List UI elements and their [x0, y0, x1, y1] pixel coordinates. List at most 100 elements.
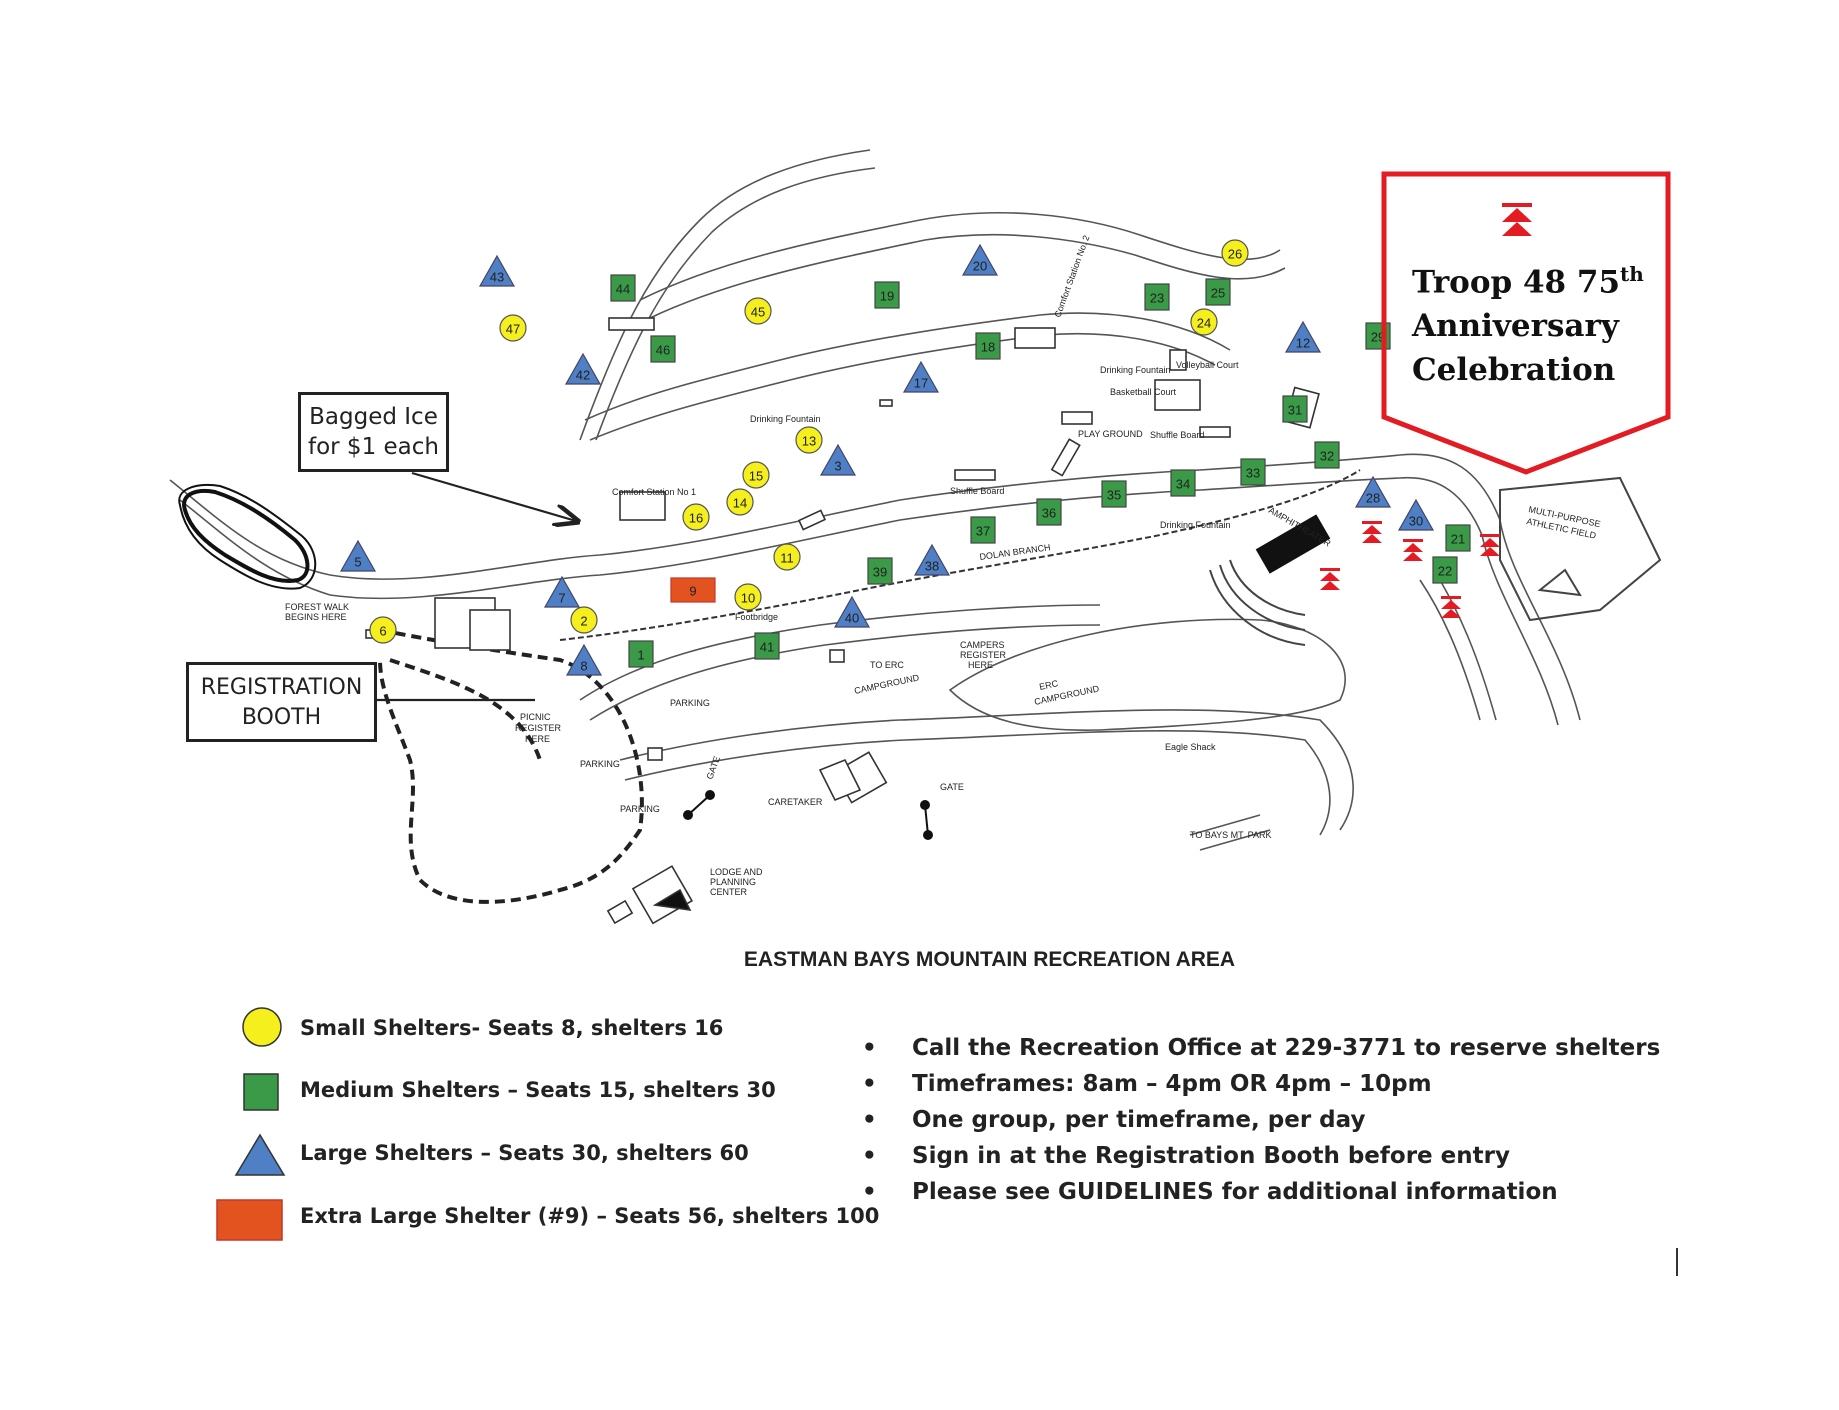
small-shelter-2[interactable]: [570, 606, 598, 634]
troop-site-marker-icon: [1403, 539, 1423, 561]
extra-large-shelter-9[interactable]: [670, 577, 716, 603]
play-ground-label: PLAY GROUND: [1078, 429, 1143, 439]
legend-extra-large-rect-icon: [216, 1199, 283, 1241]
note-item: One group, per timeframe, per day: [862, 1102, 1660, 1138]
medium-shelter-37[interactable]: [970, 516, 996, 544]
large-shelter-43[interactable]: [478, 254, 516, 287]
medium-shelter-22[interactable]: [1432, 556, 1458, 584]
large-shelter-8[interactable]: [565, 643, 603, 676]
gate-label-1: GATE: [704, 755, 722, 781]
shelter-number: 33: [1246, 466, 1260, 481]
small-shelter-11[interactable]: [773, 543, 801, 571]
large-shelter-40[interactable]: [833, 595, 871, 628]
shelter-number: 1: [637, 648, 644, 663]
large-shelter-5[interactable]: [339, 539, 377, 572]
gate-markers: [683, 790, 933, 840]
medium-shelter-35[interactable]: [1101, 480, 1127, 508]
center-label: CENTER: [710, 887, 748, 897]
large-shelter-20[interactable]: [961, 243, 999, 276]
comfort-station-2-label: Comfort Station No. 2: [1052, 234, 1091, 319]
shelter-number: 10: [741, 591, 755, 606]
troop-title-sup: th: [1620, 262, 1644, 286]
note-item: Call the Recreation Office at 229-3771 t…: [862, 1030, 1660, 1066]
medium-shelter-44[interactable]: [610, 274, 636, 302]
here-label-2: HERE: [968, 660, 993, 670]
erc-label: ERC: [1038, 678, 1059, 692]
large-shelter-3[interactable]: [819, 443, 857, 476]
medium-shelter-19[interactable]: [874, 281, 900, 309]
troop-site-marker-icon: [1320, 568, 1340, 590]
here-label: HERE: [525, 734, 550, 744]
lodge-label: LODGE AND: [710, 867, 763, 877]
medium-shelter-41[interactable]: [754, 632, 780, 660]
comfort-station-1-label: Comfort Station No 1: [612, 487, 696, 497]
picnic-label: PICNIC: [520, 712, 551, 722]
shelter-number: 24: [1197, 316, 1211, 331]
registration-line2: BOOTH: [241, 705, 322, 730]
large-shelter-38[interactable]: [913, 543, 951, 576]
shelter-number: 15: [749, 469, 763, 484]
dolan-branch-creek: [559, 469, 1361, 641]
large-shelter-12[interactable]: [1284, 320, 1322, 353]
small-shelter-6[interactable]: [369, 616, 397, 644]
shelter-number: 11: [780, 551, 794, 566]
bagged-ice-line2: for $1 each: [308, 434, 439, 460]
troop-site-marker-icon: [1441, 596, 1461, 618]
gate-label-2: GATE: [940, 782, 964, 792]
troop-site-markers: [1320, 521, 1500, 618]
medium-shelter-36[interactable]: [1036, 498, 1062, 526]
small-shelter-24[interactable]: [1190, 308, 1218, 336]
legend-extra-large-label: Extra Large Shelter (#9) – Seats 56, she…: [300, 1204, 880, 1228]
note-item: Sign in at the Registration Booth before…: [862, 1138, 1660, 1174]
shelter-number: 36: [1042, 506, 1056, 521]
small-shelter-14[interactable]: [726, 488, 754, 516]
legend-symbols: [216, 1007, 286, 1241]
medium-shelter-34[interactable]: [1170, 469, 1196, 497]
shelter-number: 35: [1107, 488, 1121, 503]
large-shelter-30[interactable]: [1397, 498, 1435, 531]
drinking-fountain-label-1: Drinking Fountain: [1100, 365, 1171, 375]
shelter-number: 3: [834, 459, 841, 474]
medium-shelter-32[interactable]: [1314, 441, 1340, 469]
shelter-number: 47: [506, 322, 520, 337]
bagged-ice-callout: Bagged Ice for $1 each: [298, 392, 449, 472]
large-shelter-28[interactable]: [1354, 475, 1392, 508]
legend-small-label: Small Shelters- Seats 8, shelters 16: [300, 1016, 724, 1040]
reservation-notes: Call the Recreation Office at 229-3771 t…: [862, 1030, 1660, 1210]
troop-highlight-banner: [1381, 171, 1671, 475]
shelter-number: 30: [1409, 514, 1423, 529]
medium-shelter-21[interactable]: [1445, 524, 1471, 552]
to-bays-label: TO BAYS MT. PARK: [1190, 830, 1272, 840]
shelter-number: 38: [925, 559, 939, 574]
shelter-number: 32: [1320, 449, 1334, 464]
shelter-number: 12: [1296, 336, 1310, 351]
medium-shelter-46[interactable]: [650, 335, 676, 363]
small-shelter-13[interactable]: [795, 426, 823, 454]
small-shelter-15[interactable]: [742, 461, 770, 489]
shelter-number: 41: [760, 640, 774, 655]
shelter-number: 43: [490, 270, 504, 285]
medium-shelter-33[interactable]: [1240, 458, 1266, 486]
shelter-number: 31: [1288, 403, 1302, 418]
drinking-fountain-label-3: Drinking Fountain: [1160, 520, 1231, 530]
medium-shelter-25[interactable]: [1205, 278, 1231, 306]
large-shelter-7[interactable]: [543, 575, 581, 608]
small-shelter-47[interactable]: [499, 314, 527, 342]
shelter-number: 23: [1150, 291, 1164, 306]
medium-shelter-18[interactable]: [975, 332, 1001, 360]
small-shelter-45[interactable]: [744, 297, 772, 325]
footbridge-label: Footbridge: [735, 612, 778, 622]
small-shelter-26[interactable]: [1221, 239, 1249, 267]
small-shelter-16[interactable]: [682, 503, 710, 531]
large-shelter-42[interactable]: [564, 352, 602, 385]
medium-shelter-39[interactable]: [867, 557, 893, 585]
to-erc-label: TO ERC: [870, 660, 904, 670]
medium-shelter-1[interactable]: [628, 640, 654, 668]
small-shelter-10[interactable]: [734, 583, 762, 611]
medium-shelter-23[interactable]: [1144, 283, 1170, 311]
medium-shelter-31[interactable]: [1282, 395, 1308, 423]
forest-walk-trail: [378, 628, 644, 904]
large-shelter-17[interactable]: [902, 360, 940, 393]
